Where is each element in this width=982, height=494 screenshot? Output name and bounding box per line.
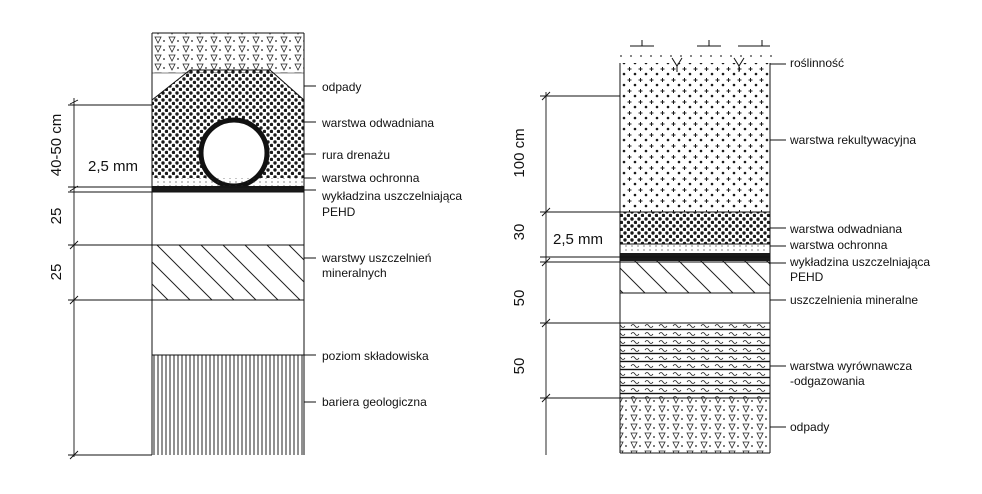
dim-left-top-range: 40-50 cm (48, 113, 65, 177)
label-wykladzina-right-1: wykładzina uszczelniająca (790, 255, 931, 269)
label-poziom-skladowiska: poziom składowiska (322, 349, 429, 363)
label-warstwa-ochronna-left: warstwa ochronna (322, 171, 420, 185)
label-bariera-geologiczna: bariera geologiczna (322, 395, 427, 409)
left-dimension-line (68, 98, 304, 457)
dim-right-seg50b: 50 (511, 357, 528, 375)
dim-right-liner-thickness: 2,5 mm (553, 231, 604, 248)
label-rura-drenazu: rura drenażu (322, 148, 391, 162)
dim-right-top: 100 cm (511, 128, 528, 178)
label-wykladzina-left-2: PEHD (322, 205, 356, 219)
left-mineral-layer-2 (152, 245, 304, 300)
label-warstwa-wyrownawcza-2: -odgazowania (790, 374, 865, 388)
right-mineral-layer-a (620, 261, 770, 293)
label-warstwa-rekultywacyjna: warstwa rekultywacyjna (790, 133, 917, 147)
left-geological-barrier (152, 355, 304, 455)
right-dimension-line (540, 92, 770, 455)
right-mineral-layer-b (620, 293, 770, 323)
label-wykladzina-left-1: wykładzina uszczelniająca (322, 189, 463, 203)
right-drainage-layer (620, 212, 770, 244)
label-wykladzina-right-2: PEHD (790, 270, 824, 284)
label-odpady-right: odpady (790, 420, 830, 434)
right-reclamation-layer (620, 63, 770, 212)
left-protective-layer (152, 178, 304, 186)
left-mineral-layer-3 (152, 300, 304, 355)
left-hdpe-liner (152, 186, 304, 192)
right-waste-layer (620, 398, 770, 453)
drainage-pipe (198, 117, 270, 189)
dim-left-seg2: 25 (48, 263, 65, 281)
label-warstwa-odwadniana-right: warstwa odwadniana (790, 222, 903, 236)
label-warstwa-wyrownawcza-1: warstwa wyrównawcza (790, 359, 913, 373)
label-warstwy-uszczelnien-1: warstwy uszczelnień (322, 251, 432, 265)
label-warstwa-odwadniana-left: warstwa odwadniana (322, 116, 435, 130)
left-column (68, 32, 316, 460)
label-warstwy-uszczelnien-2: mineralnych (322, 266, 387, 280)
right-protective-layer (620, 244, 770, 253)
label-warstwa-ochronna-right: warstwa ochronna (790, 238, 888, 252)
right-column (540, 40, 786, 455)
label-odpady-left: odpady (322, 80, 362, 94)
label-roslinnosc: roślinność (790, 56, 845, 70)
dim-left-liner-thickness: 2,5 mm (88, 158, 139, 175)
left-mineral-layer-1 (152, 192, 304, 245)
left-waste-layer (152, 33, 304, 73)
right-leveling-layer (620, 323, 770, 398)
label-uszczelnienia-mineralne: uszczelnienia mineralne (790, 293, 919, 307)
